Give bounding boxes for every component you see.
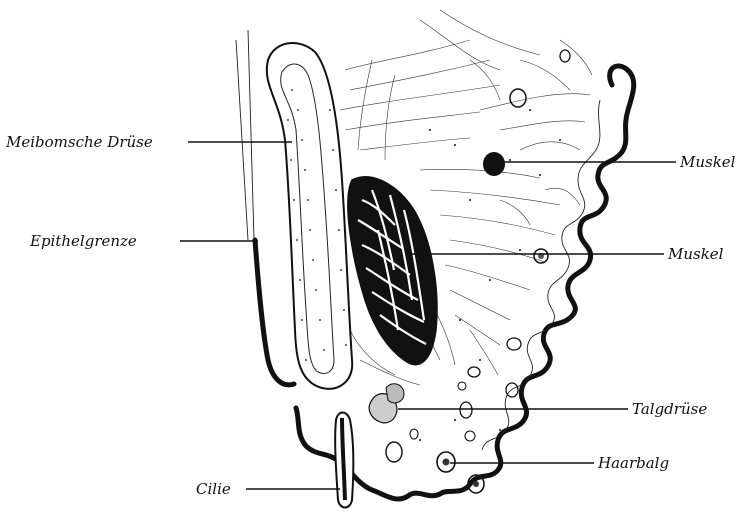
label-cilie-text: Cilie [196, 480, 231, 498]
label-muskel-upper-text: Muskel [679, 153, 736, 171]
label-muskel-lower: Muskel [412, 245, 724, 263]
label-epithelgrenze-text: Epithelgrenze [29, 232, 137, 250]
label-haarbalg: Haarbalg [450, 454, 669, 472]
hair-follicle [437, 452, 484, 493]
label-meibomsche-druese: Meibomsche Drüse [5, 133, 292, 151]
tarsus-outline-2 [236, 40, 248, 240]
sebaceous-gland [369, 384, 404, 423]
skin-border-inner [482, 100, 600, 450]
cilium [335, 413, 353, 508]
label-haarbalg-text: Haarbalg [597, 454, 669, 472]
label-epithelgrenze: Epithelgrenze [29, 232, 258, 250]
label-talgdruese-text: Talgdrüse [632, 400, 707, 418]
meibomian-gland [267, 43, 352, 389]
orbicularis-muscle [348, 177, 437, 365]
label-cilie: Cilie [196, 480, 340, 498]
label-talgdruese: Talgdrüse [398, 400, 707, 418]
label-muskel-lower-text: Muskel [667, 245, 724, 263]
conjunctiva-band [255, 240, 294, 385]
muscle-bundle-upper [483, 152, 505, 176]
tarsus-outline [248, 30, 254, 240]
label-meibomsche-druese-text: Meibomsche Drüse [5, 133, 153, 151]
